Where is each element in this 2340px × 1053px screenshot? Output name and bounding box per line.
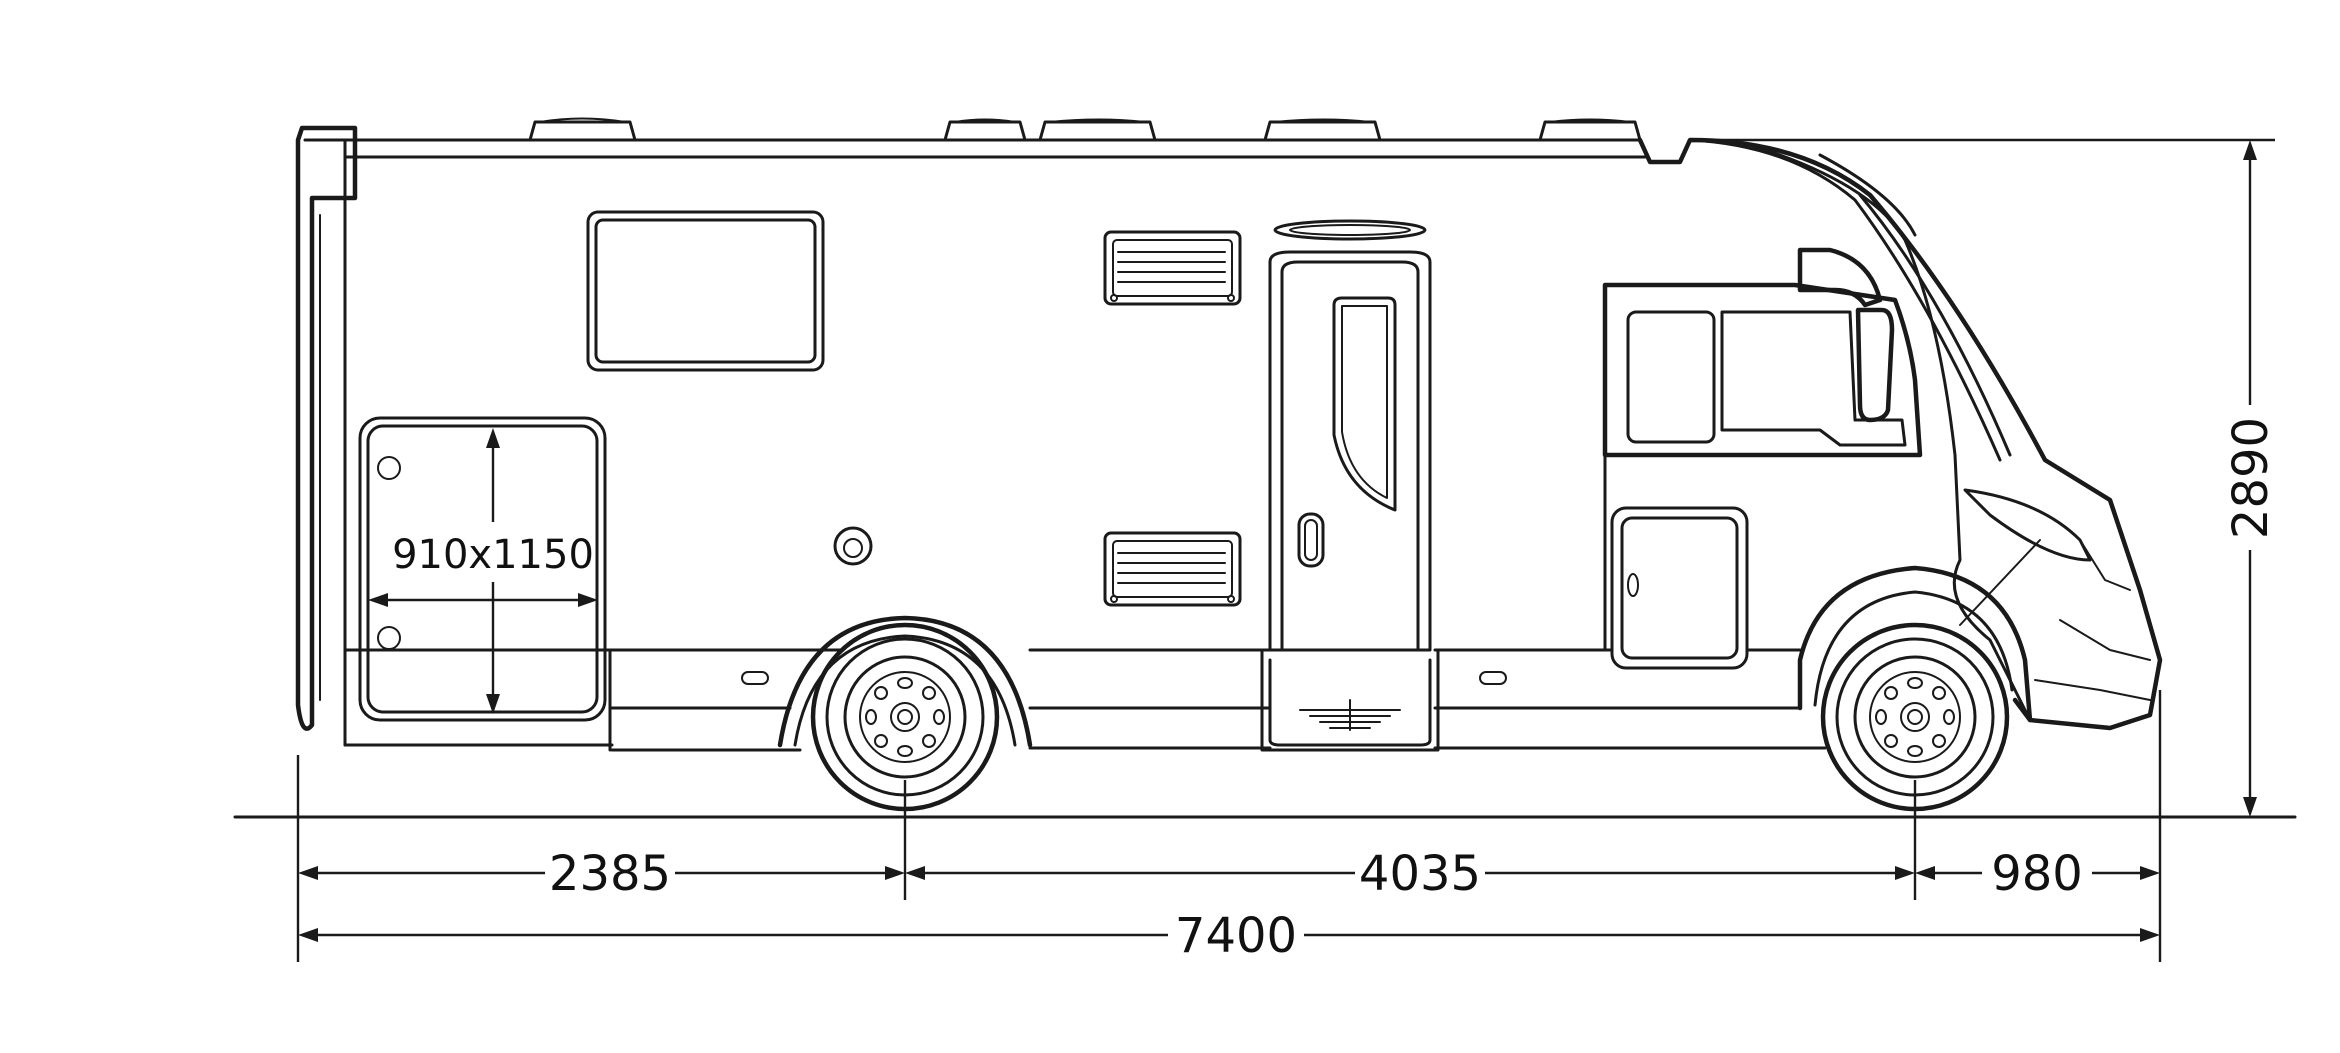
garage-door-dimension-label: 910x1150 bbox=[392, 532, 594, 578]
length-dimensions: 2385 4035 980 7400 bbox=[296, 690, 2162, 964]
entrance-door bbox=[1260, 219, 1440, 752]
vent-grille-upper bbox=[1103, 230, 1242, 306]
rear-overhang-label: 2385 bbox=[549, 846, 671, 902]
fuel-cap bbox=[833, 526, 873, 566]
height-dimension-label: 2890 bbox=[2223, 417, 2279, 539]
roof-vents bbox=[528, 117, 1642, 142]
vehicle-body bbox=[295, 125, 2163, 752]
overall-length-label: 7400 bbox=[1175, 908, 1297, 964]
front-overhang-label: 980 bbox=[1991, 846, 2083, 902]
vent-grille-lower bbox=[1103, 531, 1242, 607]
side-window bbox=[586, 210, 825, 372]
height-dimension: 2890 bbox=[1692, 138, 2279, 817]
garage-door-dimension: 910x1150 bbox=[368, 428, 598, 714]
wheelbase-label: 4035 bbox=[1359, 846, 1481, 902]
garage-door bbox=[358, 416, 607, 722]
